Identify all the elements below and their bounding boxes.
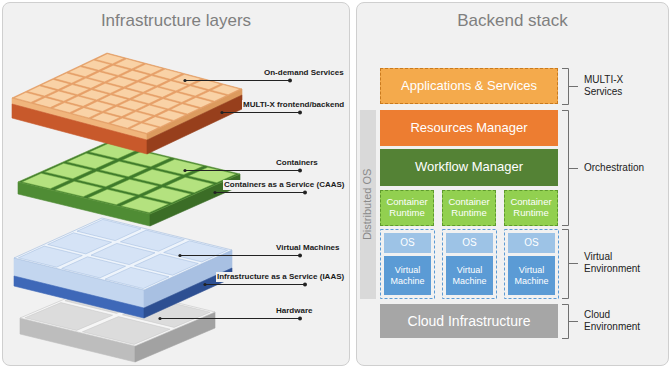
box-label: Virtual Machine bbox=[384, 265, 431, 286]
os-box: OS bbox=[446, 233, 493, 253]
brackets bbox=[562, 69, 578, 339]
leader-dot bbox=[298, 317, 302, 321]
leader-dot bbox=[298, 254, 302, 258]
runtime-box: Container Runtime bbox=[504, 190, 558, 226]
layer-label: MULTI-X frontend/backend bbox=[242, 100, 345, 110]
runtime-box: Container Runtime bbox=[380, 190, 434, 226]
leader-line bbox=[180, 255, 300, 256]
leader-dot bbox=[298, 111, 302, 115]
service-box: Applications & Services bbox=[380, 68, 558, 104]
leader-dot bbox=[303, 283, 307, 287]
layer-side bbox=[12, 104, 147, 154]
layer-label: Infrastructure as a Service (IAAS) bbox=[216, 272, 345, 282]
box-label: Resources Manager bbox=[408, 121, 529, 136]
leader-line bbox=[222, 112, 300, 113]
layer-top bbox=[14, 218, 232, 290]
vm-column bbox=[505, 230, 559, 299]
leader-dot bbox=[213, 191, 216, 194]
box-label: Applications & Services bbox=[399, 79, 539, 94]
vm-column bbox=[381, 230, 435, 299]
layer-label: Containers as a Service (CAAS) bbox=[223, 180, 346, 190]
leader-dot bbox=[183, 79, 186, 82]
tier-label: Orchestration bbox=[584, 162, 644, 174]
runtime-box: Container Runtime bbox=[442, 190, 496, 226]
leader-dot bbox=[298, 169, 302, 173]
tier-label: Cloud Environment bbox=[584, 309, 664, 333]
box-label: Virtual Machine bbox=[508, 265, 555, 286]
leader-line bbox=[205, 284, 305, 285]
box-label: Container Runtime bbox=[381, 197, 433, 219]
leader-dot bbox=[178, 254, 181, 257]
panel: Backend stackApplications & ServicesDist… bbox=[356, 2, 669, 366]
layer-tile bbox=[164, 241, 228, 262]
panel-title: Infrastructure layers bbox=[3, 11, 349, 31]
vm-box: Virtual Machine bbox=[508, 256, 555, 295]
leader-lines bbox=[158, 79, 307, 321]
tier-label: MULTI-X Services bbox=[584, 74, 664, 98]
box-label: OS bbox=[398, 237, 416, 249]
box-label: Distributed OS bbox=[362, 167, 375, 243]
bracket bbox=[562, 230, 578, 299]
vm-column bbox=[443, 230, 497, 299]
vm-box: Virtual Machine bbox=[446, 256, 493, 295]
box-label: Virtual Machine bbox=[446, 265, 493, 286]
tier-label: Virtual Environment bbox=[584, 251, 664, 275]
bracket bbox=[562, 111, 578, 226]
distributed-os-band: Distributed OS bbox=[360, 110, 376, 299]
layer-label: Containers bbox=[275, 158, 319, 168]
leader-line bbox=[215, 192, 305, 193]
box-label: Container Runtime bbox=[505, 197, 557, 219]
bracket bbox=[562, 305, 578, 339]
os-box: OS bbox=[384, 233, 431, 253]
layer-stack bbox=[12, 53, 242, 362]
manager-box: Resources Manager bbox=[380, 110, 558, 146]
vm-box: Virtual Machine bbox=[384, 256, 431, 295]
os-box: OS bbox=[508, 233, 555, 253]
vm-columns bbox=[381, 230, 559, 299]
leader-line bbox=[185, 80, 290, 81]
layer-top bbox=[18, 142, 240, 214]
box-label: OS bbox=[522, 237, 540, 249]
leader-dot bbox=[288, 79, 292, 83]
leader-line bbox=[160, 318, 300, 319]
manager-box: Workflow Manager bbox=[380, 149, 558, 186]
layer-label: On-demand Services bbox=[263, 68, 345, 78]
box-label: Workflow Manager bbox=[413, 160, 525, 175]
bracket bbox=[562, 69, 578, 105]
leader-dot bbox=[183, 169, 186, 172]
layer-label: Hardware bbox=[275, 306, 313, 316]
layer-label: Virtual Machines bbox=[275, 243, 340, 253]
leader-line bbox=[185, 170, 300, 171]
leader-dot bbox=[303, 191, 307, 195]
leader-dot bbox=[203, 283, 206, 286]
cloud-box: Cloud Infrastructure bbox=[380, 304, 558, 338]
box-label: Container Runtime bbox=[443, 197, 495, 219]
box-label: Cloud Infrastructure bbox=[406, 313, 533, 329]
box-label: OS bbox=[460, 237, 478, 249]
leader-dot bbox=[158, 317, 161, 320]
layer-tile bbox=[211, 85, 240, 95]
layer-top bbox=[12, 53, 242, 134]
leader-dot bbox=[220, 111, 223, 114]
panel-title: Backend stack bbox=[357, 11, 668, 31]
